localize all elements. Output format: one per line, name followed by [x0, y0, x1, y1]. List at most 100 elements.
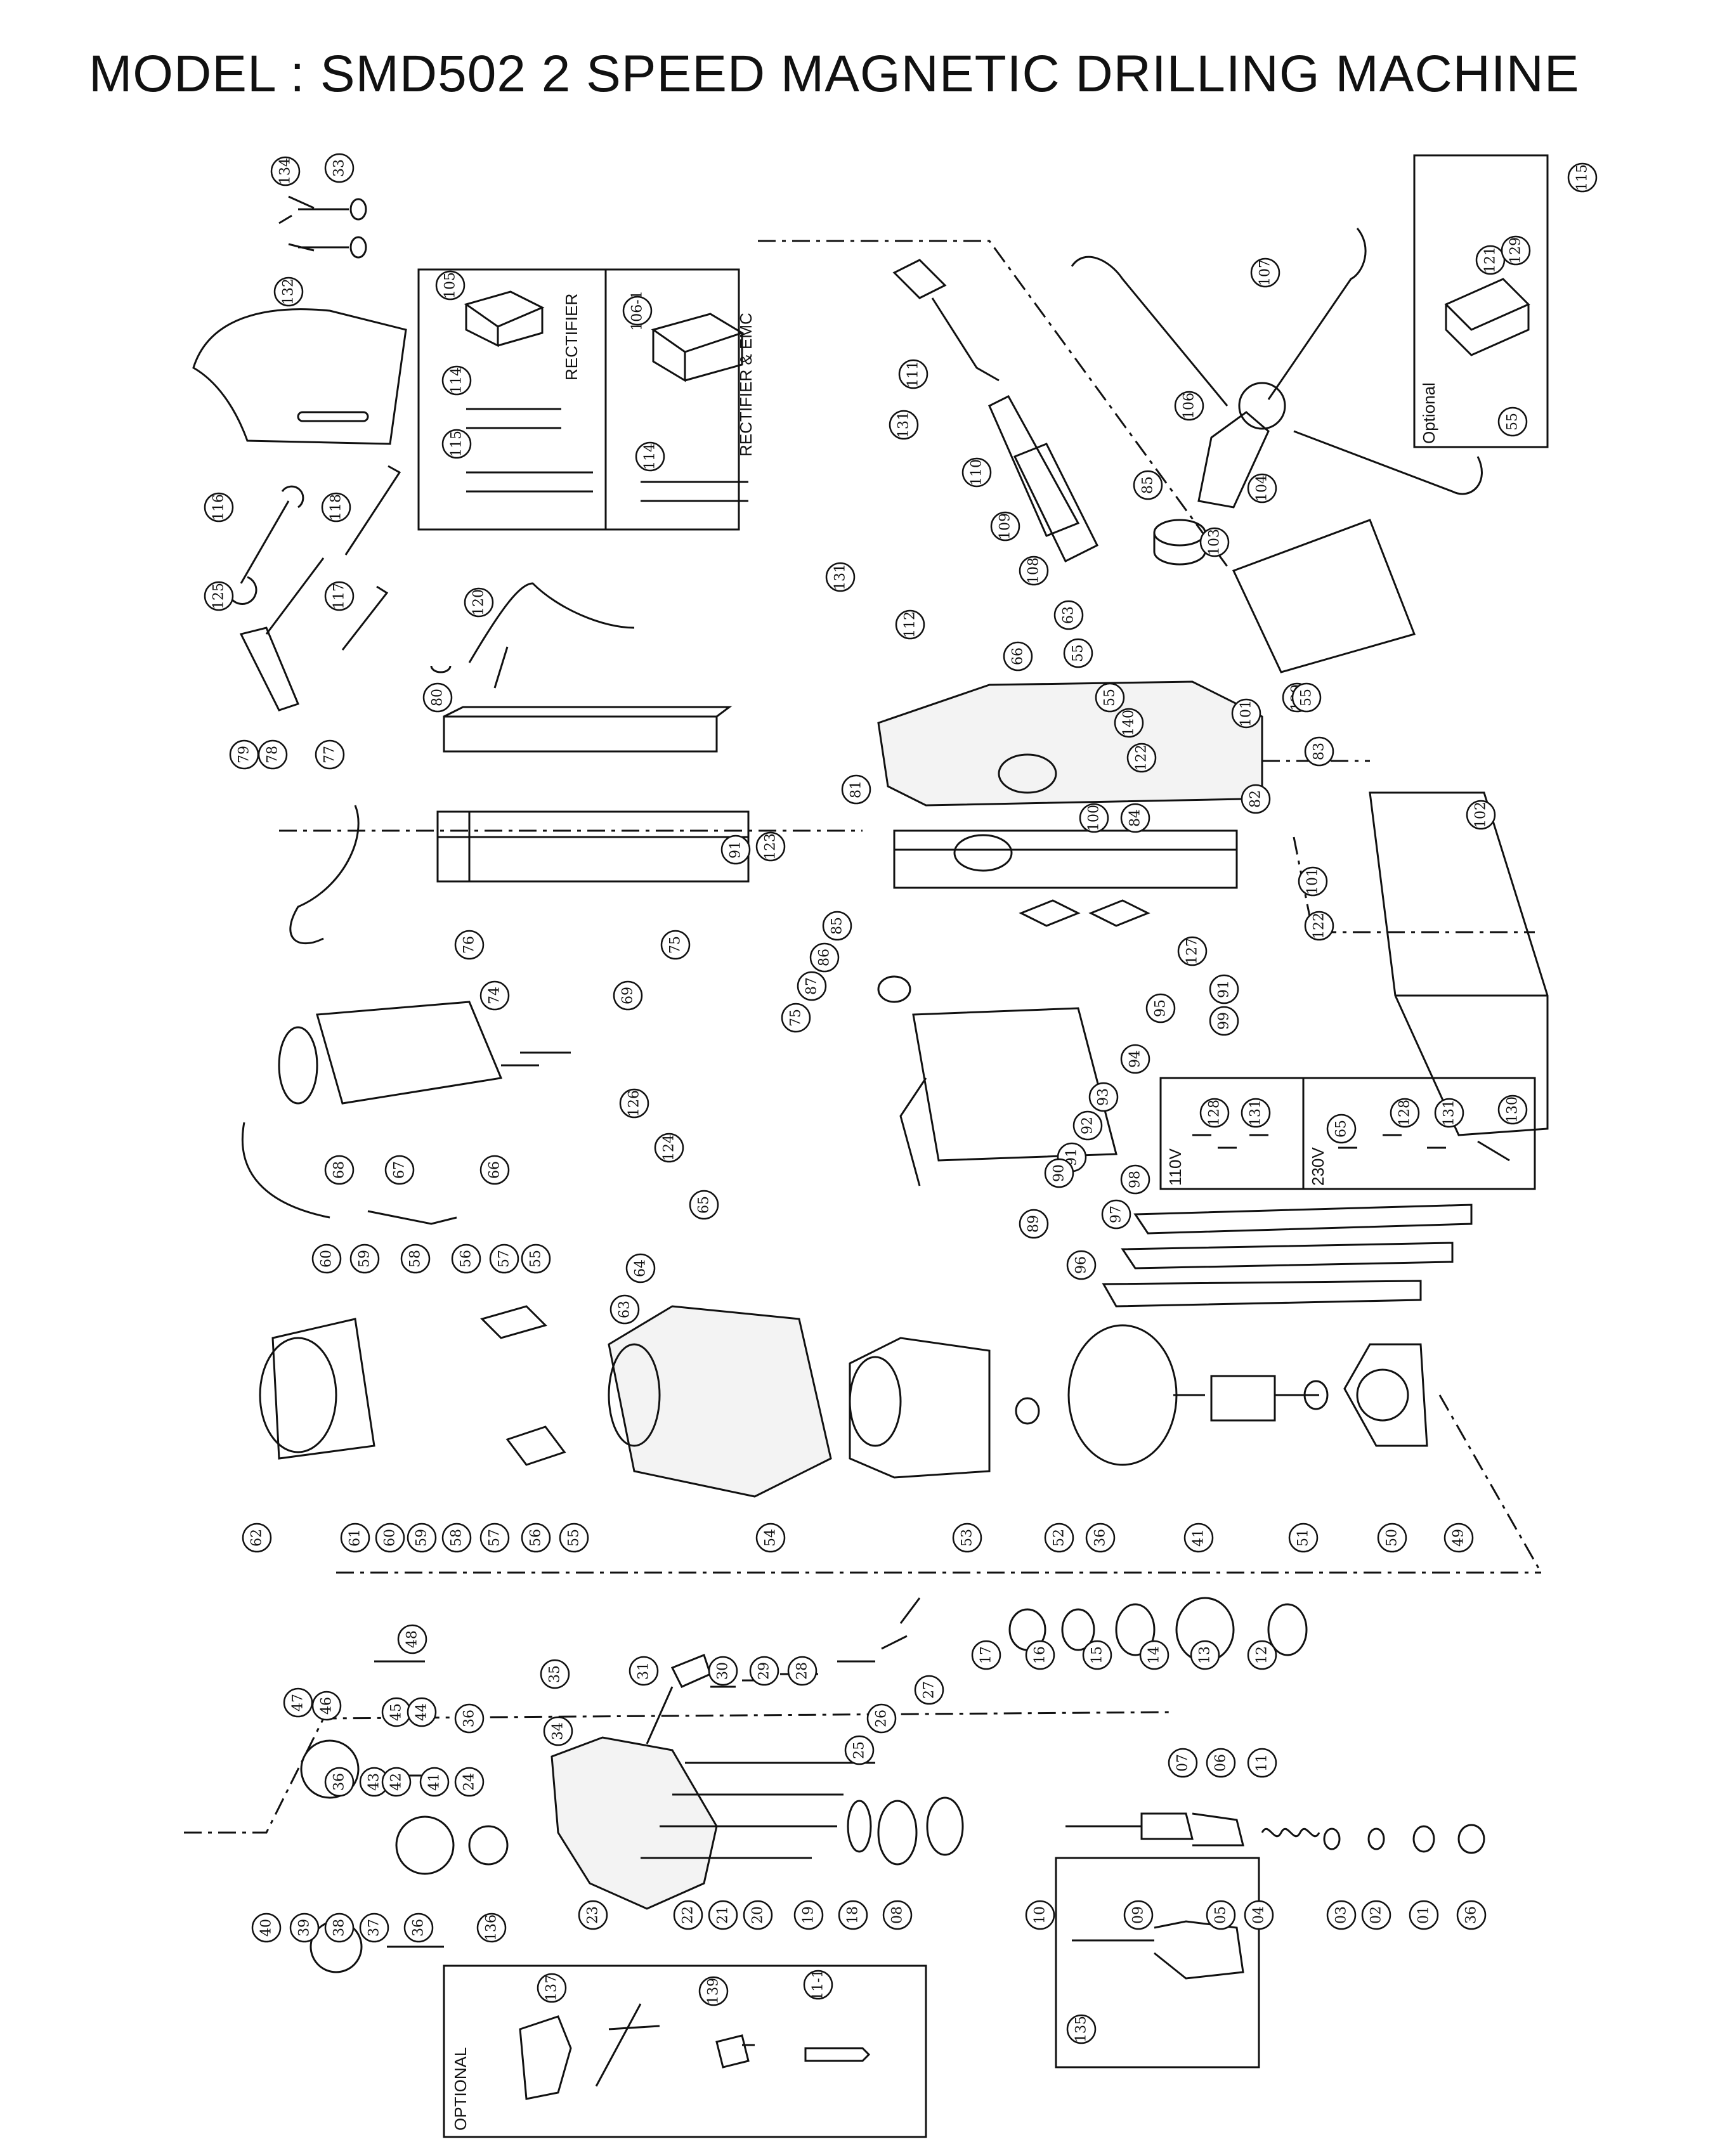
- chain-icon: [430, 582, 635, 689]
- callout-circle: [1120, 1044, 1150, 1074]
- part-callout: 51: [1288, 1523, 1319, 1553]
- part-callout: 131: [1434, 1098, 1464, 1128]
- part-number: 125: [211, 583, 227, 609]
- part-callout: 111: [898, 359, 928, 389]
- gear-icon: [300, 1739, 509, 1973]
- part-callout: 55: [1497, 406, 1528, 437]
- part-number: 85: [1140, 476, 1156, 494]
- part-number: 123: [763, 833, 779, 860]
- callout-circle: [273, 276, 304, 307]
- callout-circle: [1183, 1523, 1214, 1553]
- callout-circle: [698, 1976, 729, 2006]
- part-number: 126: [627, 1090, 642, 1117]
- part-number: 14: [1147, 1646, 1163, 1664]
- part-callout: 135: [1066, 2014, 1097, 2044]
- part-number: 130: [1505, 1096, 1521, 1123]
- callout-circle: [1120, 803, 1150, 833]
- callout-circle: [464, 587, 494, 618]
- part-number: 62: [249, 1529, 265, 1547]
- part-number: 55: [528, 1250, 544, 1268]
- part-callout: 52: [1044, 1523, 1074, 1553]
- wire-leads-icon: [466, 408, 748, 502]
- part-number: 01: [1416, 1906, 1432, 1924]
- wire-connectors-icon: [1192, 1134, 1510, 1162]
- part-callout: 76: [454, 930, 485, 960]
- callout-circle: [204, 492, 234, 523]
- power-plug-icon: [892, 259, 1000, 382]
- part-number: 55: [1071, 644, 1086, 662]
- chuck-adapter-icon: [715, 2034, 755, 2068]
- callout-circle: [914, 1675, 944, 1705]
- part-callout: 30: [708, 1656, 738, 1686]
- capstan-handles-icon: [1071, 228, 1483, 566]
- part-number: 136: [484, 1914, 500, 1941]
- part-callout: 96: [1066, 1250, 1097, 1280]
- callout-circle: [755, 1523, 786, 1553]
- callout-circle: [419, 1767, 450, 1797]
- callout-circle: [454, 1767, 485, 1797]
- part-number: 55: [1505, 413, 1521, 431]
- armature-rotor-icon: [1173, 1375, 1319, 1422]
- part-number: 78: [265, 746, 281, 763]
- part-number: 23: [585, 1906, 601, 1924]
- part-callout: 65: [1326, 1114, 1357, 1144]
- part-number: 63: [1061, 606, 1077, 624]
- callout-circle: [1177, 936, 1208, 966]
- part-callout: 06: [1206, 1748, 1236, 1778]
- callout-circle: [1072, 1110, 1103, 1141]
- part-callout: 46: [311, 1691, 342, 1721]
- callout-circle: [1044, 1158, 1074, 1188]
- part-callout: 36: [1456, 1900, 1487, 1930]
- part-callout: 22: [673, 1900, 703, 1930]
- callout-circle: [1304, 911, 1334, 941]
- part-callout: 125: [204, 581, 234, 611]
- washers-icon: [1323, 1824, 1485, 1854]
- callout-circle: [971, 1640, 1001, 1670]
- part-number: 40: [259, 1919, 275, 1937]
- voltage-230v-label: 230V: [1308, 1147, 1327, 1186]
- part-number: 76: [462, 936, 478, 954]
- callout-circle: [1120, 1164, 1150, 1195]
- voltage-110v-label: 110V: [1166, 1148, 1185, 1186]
- part-callout: 83: [1304, 736, 1334, 767]
- gearbox-housing-icon: [551, 1736, 718, 1910]
- callout-circle: [1409, 1900, 1439, 1930]
- part-number: 36: [1093, 1529, 1109, 1547]
- part-callout: 127: [1177, 936, 1208, 966]
- callout-circle: [1231, 698, 1261, 729]
- part-callout: 27: [914, 1675, 944, 1705]
- callout-circle: [1199, 527, 1230, 557]
- part-number: 98: [1128, 1171, 1143, 1188]
- part-callout: 41: [419, 1767, 450, 1797]
- callout-circle: [625, 1253, 656, 1283]
- callout-circle: [324, 1912, 355, 1943]
- magnet-base-icon: [1369, 791, 1549, 1136]
- callout-circle: [381, 1767, 412, 1797]
- part-number: 131: [833, 564, 849, 590]
- part-callout: 129: [1501, 235, 1531, 266]
- callout-circle: [407, 1697, 437, 1727]
- part-callout: 130: [1497, 1094, 1528, 1125]
- part-callout: 26: [866, 1703, 897, 1734]
- callout-circle: [349, 1244, 380, 1274]
- part-number: 121: [1483, 247, 1499, 273]
- part-number: 54: [763, 1529, 779, 1547]
- callout-circle: [1101, 1199, 1131, 1230]
- part-number: 112: [902, 611, 918, 638]
- callout-circle: [251, 1912, 282, 1943]
- callout-circle: [1326, 1114, 1357, 1144]
- part-number: 11: [1254, 1754, 1270, 1772]
- part-callout: 108: [1019, 555, 1049, 586]
- ejector-pin-icon: [804, 2047, 871, 2062]
- part-callout: 29: [749, 1656, 779, 1686]
- part-callout: 128: [1199, 1098, 1230, 1128]
- callout-circle: [384, 1155, 415, 1185]
- callout-circle: [489, 1244, 519, 1274]
- callout-circle: [1082, 1640, 1112, 1670]
- callout-circle: [1019, 1209, 1049, 1239]
- part-callout: 62: [242, 1523, 272, 1553]
- callout-circle: [479, 1523, 510, 1553]
- part-number: 132: [281, 278, 297, 305]
- callout-circle: [454, 1703, 485, 1734]
- part-callout: 01: [1409, 1900, 1439, 1930]
